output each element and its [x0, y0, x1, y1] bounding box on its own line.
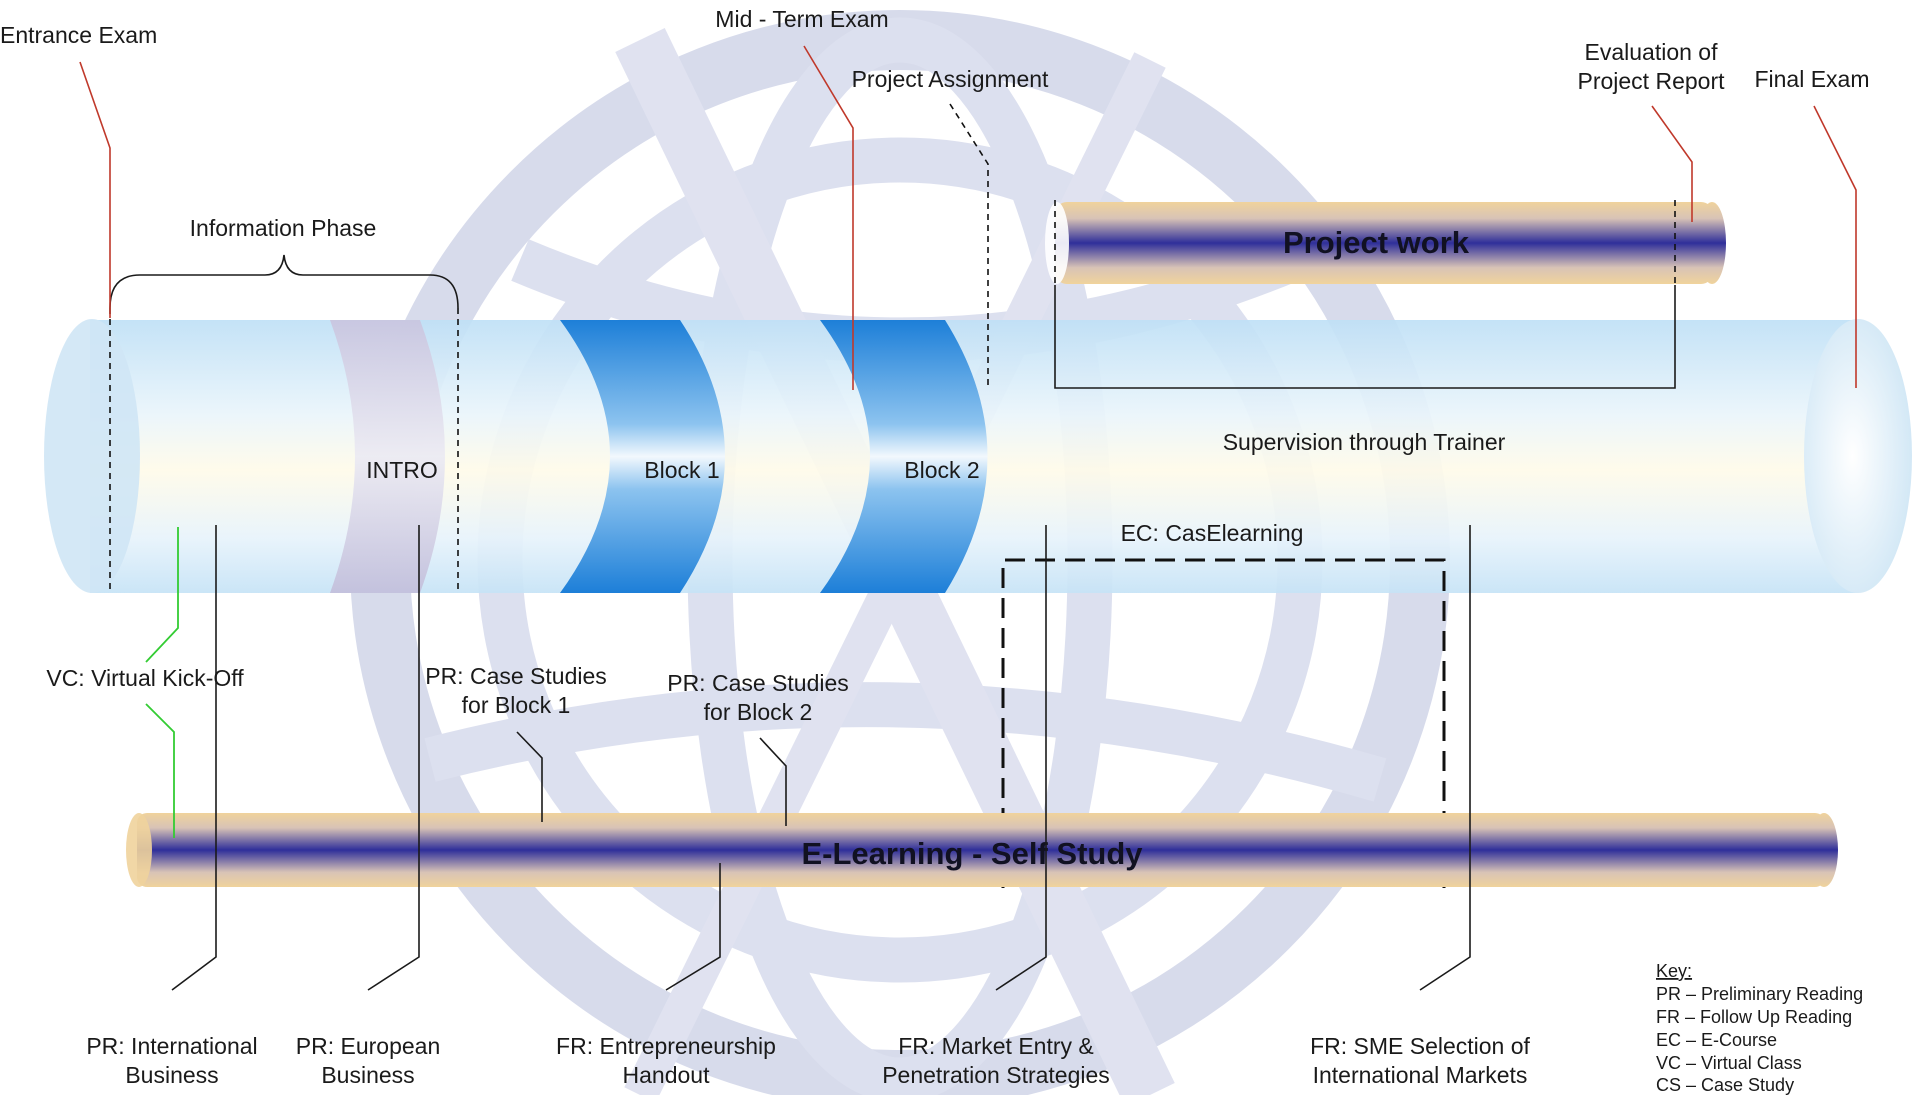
pr-cs-block2-line2: for Block 2 — [704, 699, 813, 725]
key-item: VC – Virtual Class — [1656, 1053, 1802, 1073]
key-item: FR – Follow Up Reading — [1656, 1007, 1852, 1027]
evaluation-label-line1: Evaluation of — [1585, 39, 1719, 65]
pr-european-line1: PR: European — [296, 1033, 440, 1059]
block1-segment: Block 1 — [560, 320, 725, 593]
connector-fr-sme — [1419, 525, 1471, 991]
pr-case-studies-block2: PR: Case Studies for Block 2 — [667, 670, 849, 826]
connector-pr-european — [367, 525, 420, 991]
pr-international-line1: PR: International — [86, 1033, 257, 1059]
pr-european-line2: Business — [321, 1062, 414, 1088]
pr-international-line2: Business — [125, 1062, 218, 1088]
pr-cs-block1-line2: for Block 1 — [462, 692, 571, 718]
elearning-label: E-Learning - Self Study — [801, 836, 1143, 871]
fr-market-entry-line2: Penetration Strategies — [882, 1062, 1110, 1088]
pr-cs-block1-line1: PR: Case Studies — [425, 663, 607, 689]
bottom-label-pr-european: PR: European Business — [296, 1033, 440, 1088]
project-assignment-label: Project Assignment — [852, 66, 1049, 92]
entrance-exam-label: Entrance Exam — [0, 22, 157, 48]
fr-market-entry-line1: FR: Market Entry & — [898, 1033, 1094, 1059]
mid-term-exam-marker: Mid - Term Exam — [715, 6, 889, 390]
bottom-label-pr-international: PR: International Business — [86, 1033, 257, 1088]
connector-pr-international — [171, 525, 217, 991]
fr-entrepreneurship-line2: Handout — [623, 1062, 711, 1088]
vc-kickoff-marker: VC: Virtual Kick-Off — [46, 527, 244, 838]
pr-cs-block2-line1: PR: Case Studies — [667, 670, 849, 696]
intro-segment: INTRO — [330, 320, 445, 593]
pr-case-studies-block1: PR: Case Studies for Block 1 — [425, 663, 607, 822]
block2-segment: Block 2 — [820, 320, 988, 593]
key-item: CS – Case Study — [1656, 1075, 1794, 1095]
ec-caselearning-label: EC: CasElearning — [1121, 520, 1304, 546]
mid-term-exam-label: Mid - Term Exam — [715, 6, 888, 32]
intro-label: INTRO — [366, 457, 438, 483]
block1-label: Block 1 — [644, 457, 719, 483]
information-phase-brace: Information Phase — [109, 215, 459, 309]
connector-fr-entrepreneurship — [665, 863, 721, 991]
bottom-label-fr-sme: FR: SME Selection of International Marke… — [1310, 1033, 1530, 1088]
project-work-label: Project work — [1283, 225, 1470, 260]
supervision-label: Supervision through Trainer — [1223, 429, 1506, 455]
supervision-bracket — [1054, 285, 1676, 389]
bottom-label-fr-market-entry: FR: Market Entry & Penetration Strategie… — [882, 1033, 1110, 1088]
evaluation-marker: Evaluation of Project Report — [1577, 39, 1725, 222]
information-phase-label: Information Phase — [190, 215, 377, 241]
vc-kickoff-label: VC: Virtual Kick-Off — [46, 665, 244, 691]
project-assignment-marker: Project Assignment — [852, 66, 1049, 390]
connector-fr-market-entry — [995, 525, 1047, 991]
elearning-bar: E-Learning - Self Study — [126, 813, 1838, 887]
final-exam-label: Final Exam — [1754, 66, 1869, 92]
fr-entrepreneurship-line1: FR: Entrepreneurship — [556, 1033, 776, 1059]
fr-sme-line2: International Markets — [1313, 1062, 1528, 1088]
key-title: Key: — [1656, 961, 1692, 981]
bottom-label-fr-entrepreneurship: FR: Entrepreneurship Handout — [556, 1033, 776, 1088]
fr-sme-line1: FR: SME Selection of — [1310, 1033, 1530, 1059]
project-work-bar: Project work — [1045, 202, 1726, 284]
key-item: EC – E-Course — [1656, 1030, 1777, 1050]
final-exam-marker: Final Exam — [1754, 66, 1870, 388]
entrance-exam-marker: Entrance Exam — [0, 22, 157, 318]
ec-caselearning-bracket: EC: CasElearning — [1001, 520, 1446, 888]
block2-label: Block 2 — [904, 457, 979, 483]
key-legend: Key: PR – Preliminary Reading FR – Follo… — [1656, 961, 1863, 1095]
key-item: PR – Preliminary Reading — [1656, 984, 1863, 1004]
evaluation-label-line2: Project Report — [1577, 68, 1725, 94]
